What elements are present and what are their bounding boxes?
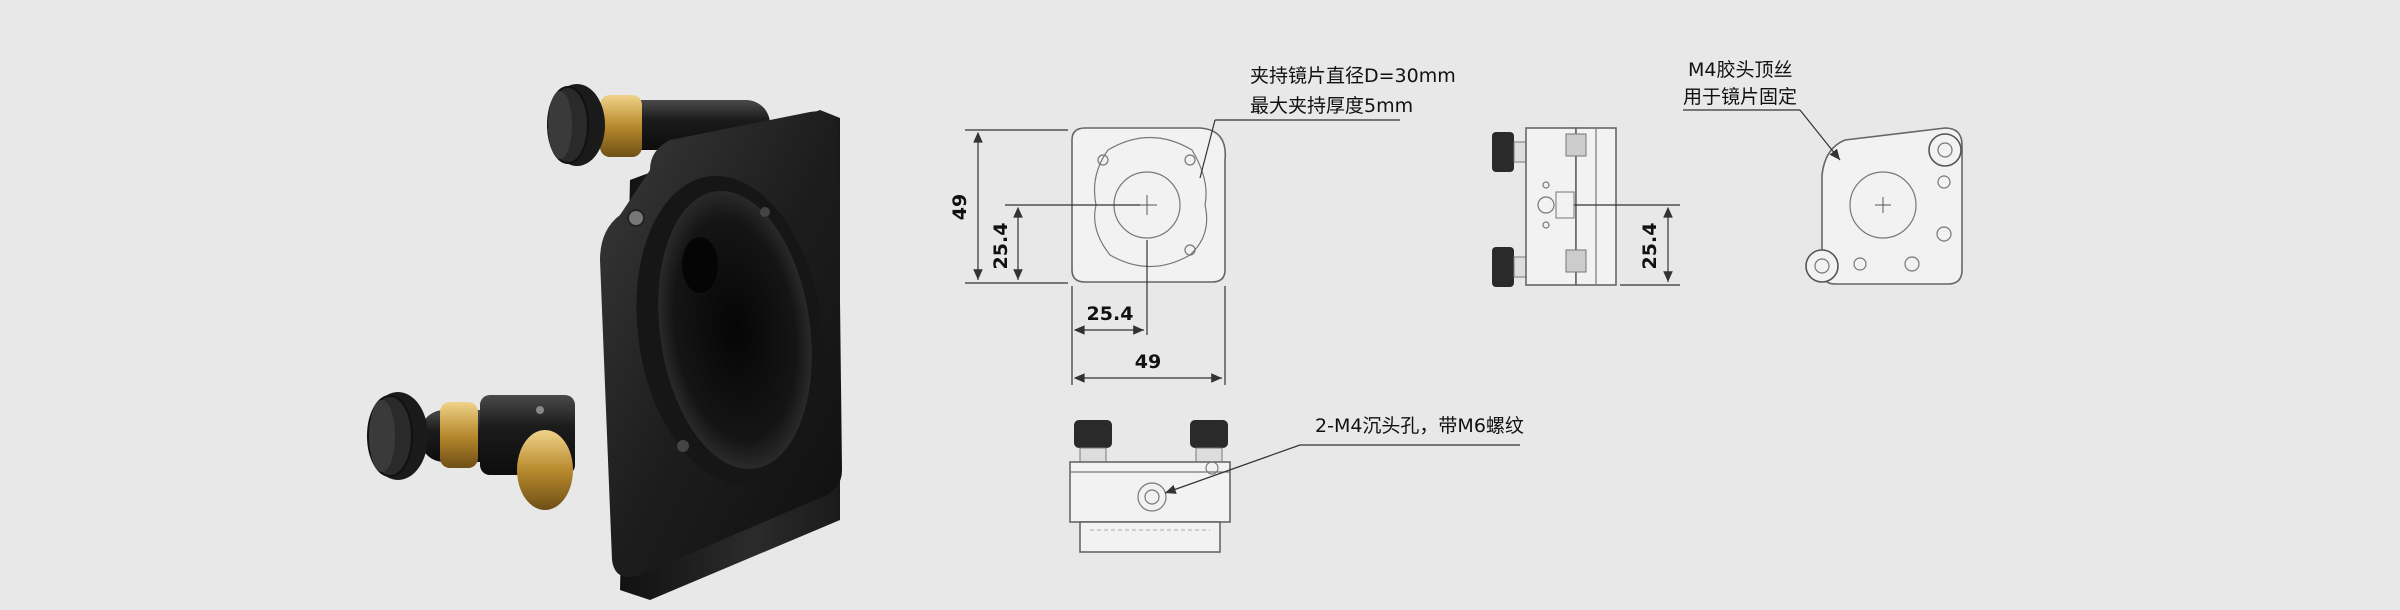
product-photo bbox=[367, 84, 842, 600]
dim-front-height-center: 25.4 bbox=[990, 223, 1012, 270]
dim-front-width-center: 25.4 bbox=[1087, 303, 1134, 325]
side-lower-knob bbox=[1492, 247, 1514, 287]
back-view-drawing: M4胶头顶丝 用于镜片固定 bbox=[1683, 59, 1963, 285]
dim-front-width-total: 49 bbox=[1135, 351, 1161, 373]
back-note-fixing: 用于镜片固定 bbox=[1683, 86, 1797, 108]
front-note-diameter: 夹持镜片直径D=30mm bbox=[1250, 65, 1456, 87]
lower-adjuster-knob bbox=[367, 392, 575, 510]
front-view-drawing: 49 25.4 25.4 49 夹持镜片直径D=30mm 最大夹持厚度5mm bbox=[949, 65, 1456, 385]
upper-adjuster-knob bbox=[547, 84, 770, 166]
side-view-drawing: 25.4 bbox=[1492, 127, 1680, 287]
back-note-setscrew: M4胶头顶丝 bbox=[1688, 59, 1792, 81]
top-view-drawing: 2-M4沉头孔，带M6螺纹 bbox=[1069, 415, 1524, 553]
top-right-knob bbox=[1190, 420, 1228, 448]
side-upper-knob bbox=[1492, 132, 1514, 172]
top-left-knob bbox=[1074, 420, 1112, 448]
dim-front-height-total: 49 bbox=[949, 194, 971, 220]
top-note-countersunk: 2-M4沉头孔，带M6螺纹 bbox=[1315, 415, 1524, 437]
dim-side-height-center: 25.4 bbox=[1639, 223, 1661, 270]
front-note-thickness: 最大夹持厚度5mm bbox=[1250, 95, 1413, 117]
